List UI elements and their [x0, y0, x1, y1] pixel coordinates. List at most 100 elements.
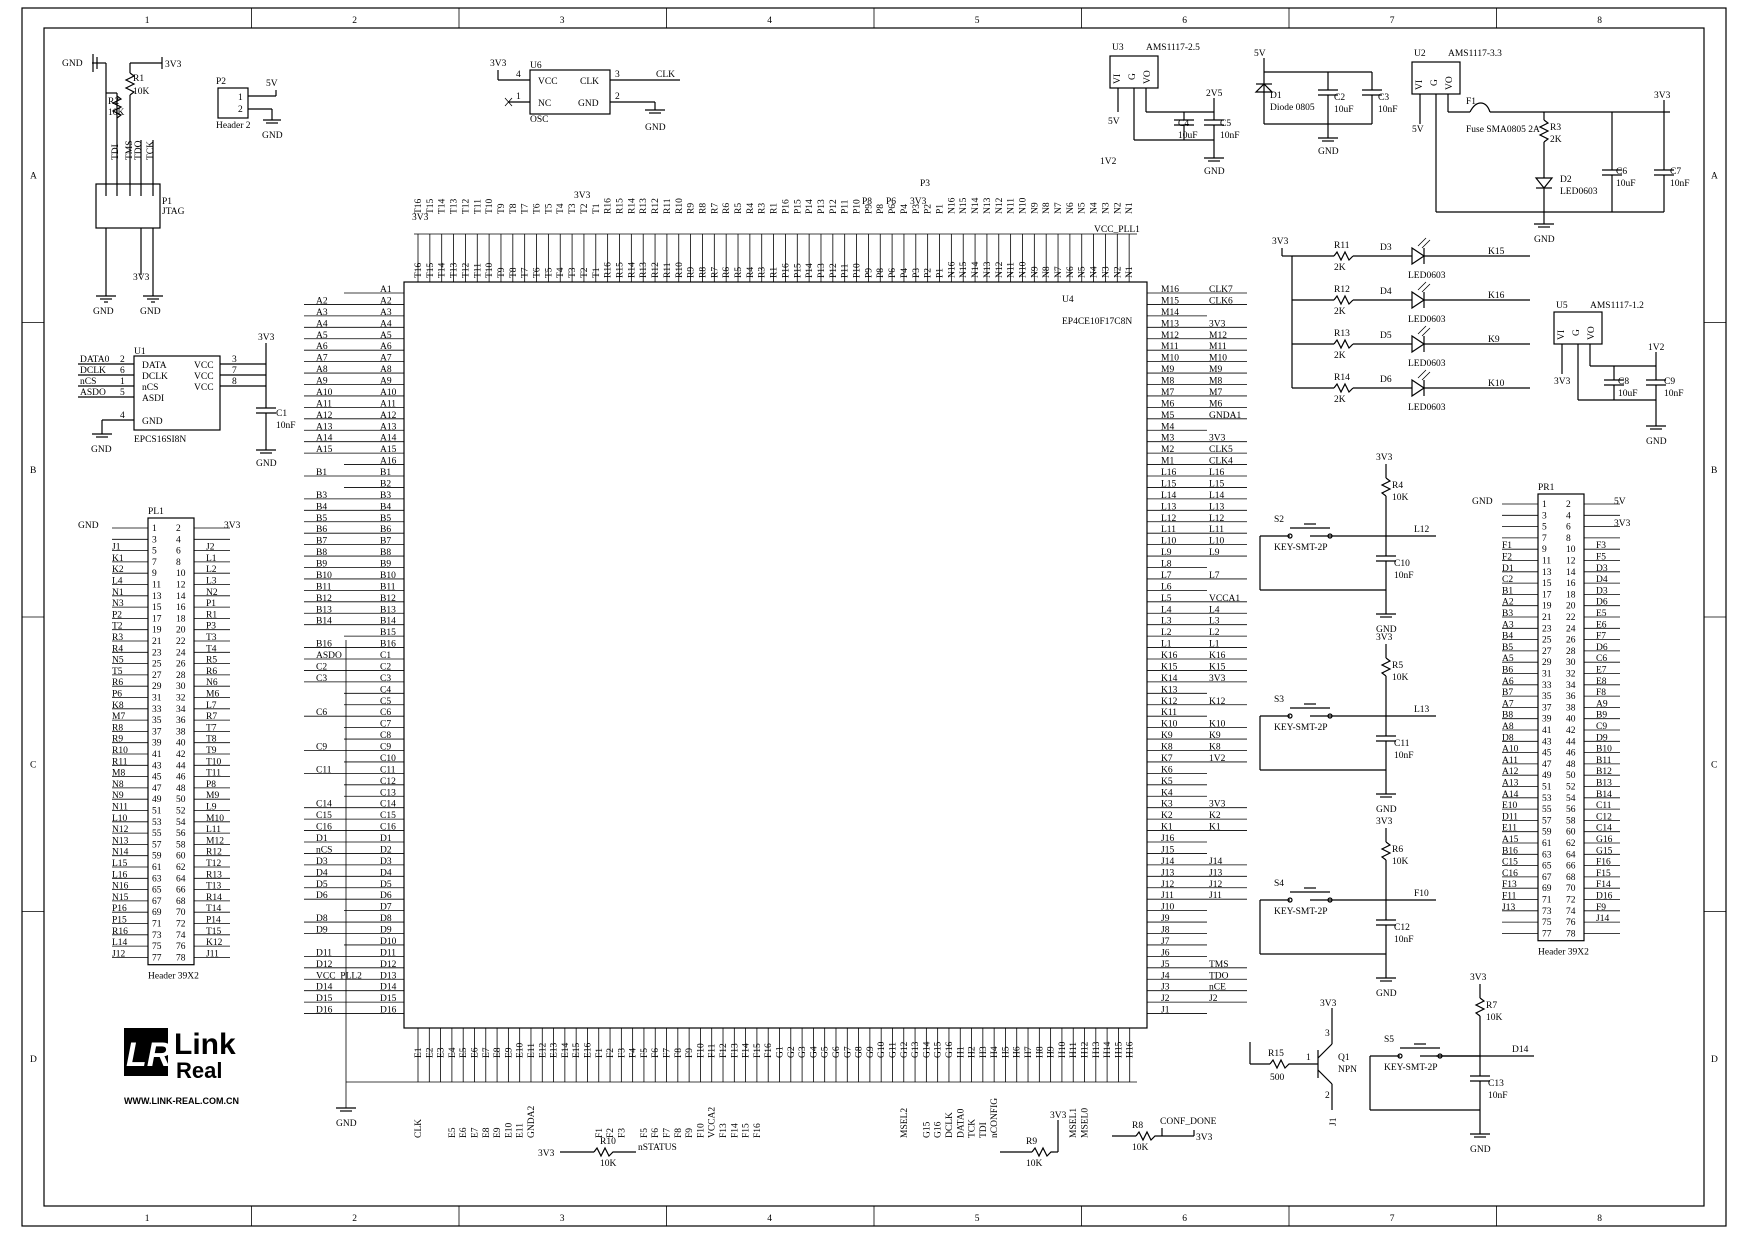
u4-left-pin: D13: [380, 971, 397, 981]
header-net-left: M8: [112, 769, 125, 779]
header-net-left: L16: [112, 870, 128, 880]
u4-right-net: K2: [1209, 811, 1221, 821]
u4-top-net: T12: [461, 198, 471, 214]
u4-top-label: 1V2: [1100, 157, 1117, 167]
u4-top-net: P2: [924, 204, 934, 214]
u1-pin-dclk: DCLK: [142, 372, 168, 382]
header-net-left: N16: [112, 882, 129, 892]
config-resistors: R8 10K CONF_DONE 3V3 R9 10K 3V3 R10 10K …: [538, 1111, 1217, 1169]
header-pin-even: 50: [176, 795, 186, 805]
header-net-right: B12: [1596, 767, 1612, 777]
u4-right-net: K9: [1209, 731, 1221, 741]
u4-top-pin: T10: [485, 262, 495, 278]
u4-bottom-pin: F4: [629, 1048, 639, 1058]
u5-in: 3V3: [1554, 377, 1571, 387]
header-pin-odd: 25: [152, 660, 162, 670]
grid-col-top: 2: [352, 16, 357, 26]
header-pin-even: 40: [1566, 715, 1576, 725]
header-net-left: R6: [112, 678, 123, 688]
u4-right-pin: J6: [1161, 948, 1170, 958]
header-pin-even: 56: [176, 829, 186, 839]
header-pin-odd: 5: [152, 547, 157, 557]
u4-bottom-net: E11: [516, 1123, 526, 1138]
u2-vi: VI: [1415, 80, 1425, 90]
header-net-left: E10: [1502, 801, 1518, 811]
u4-left-pin: C15: [380, 811, 396, 821]
u4-bottom-pin: F6: [651, 1048, 661, 1058]
u1-net-ncs: nCS: [80, 377, 96, 387]
u4-bottom-pin: F5: [640, 1048, 650, 1058]
grid-row-right: C: [1711, 760, 1717, 770]
u4-top-pin: P12: [829, 263, 839, 278]
u4-right-pin: M11: [1161, 342, 1179, 352]
u5-ref: U5: [1556, 301, 1568, 311]
header-net-left: K8: [112, 701, 124, 711]
u4-left-pin: B6: [380, 525, 391, 535]
grid-col-bottom: 6: [1182, 1214, 1187, 1224]
header-net-right: L3: [206, 577, 217, 587]
pr1-vcc: 3V3: [1614, 519, 1631, 529]
u4-bottom-net: F5: [640, 1128, 650, 1138]
u4-top-net: P8: [876, 204, 886, 214]
pl1-vcc: 3V3: [224, 521, 241, 531]
u4-right-net: L7: [1209, 571, 1220, 581]
u4-left-pin: D8: [380, 914, 392, 924]
u4-left-net: B3: [316, 491, 327, 501]
u1-part: EPCS16SI8N: [134, 435, 186, 445]
u4-top-pin: T4: [556, 267, 566, 278]
u4-top-pin: T2: [580, 267, 590, 278]
u4-top-pin: T15: [426, 262, 436, 278]
header-net-right: C11: [1596, 801, 1612, 811]
led-resistor-ref: R12: [1334, 285, 1350, 295]
u4-top-pin: N11: [1007, 262, 1017, 278]
u4-right-pin: L4: [1161, 605, 1172, 615]
header-pin-even: 52: [176, 807, 186, 817]
u4-left-net: B7: [316, 537, 327, 547]
header-pin-odd: 49: [152, 795, 162, 805]
u1-pn4: 4: [120, 411, 125, 421]
u2-part: AMS1117-3.3: [1448, 49, 1502, 59]
u6-vcc: 3V3: [490, 59, 507, 69]
header-pin-even: 34: [176, 705, 186, 715]
grid-col-bottom: 4: [767, 1214, 772, 1224]
u4-left-pin: B7: [380, 537, 391, 547]
u4-left-net: C6: [316, 708, 327, 718]
u4-bottom-pin: F12: [719, 1043, 729, 1058]
header-net-left: C2: [1502, 575, 1513, 585]
key-cap-ref: C11: [1394, 739, 1410, 749]
u4-right-net: L10: [1209, 537, 1225, 547]
header-pin-odd: 35: [1542, 692, 1552, 702]
u4-left-pin: B13: [380, 605, 396, 615]
u4-top-net: P16: [781, 199, 791, 214]
u4-right-pin: L6: [1161, 582, 1172, 592]
u4-right-net: GNDA1: [1209, 411, 1241, 421]
key-part: KEY-SMT-2P: [1274, 723, 1328, 733]
u2-regulator: U2 AMS1117-3.3 VI G VO 5V F1 Fuse SMA080…: [1411, 49, 1690, 245]
u4-right-net: L12: [1209, 514, 1225, 524]
u1-pin-ncs: nCS: [142, 383, 158, 393]
header-pin-even: 64: [176, 874, 186, 884]
u4-top-pin: T16: [414, 262, 424, 278]
u4-right-net: J12: [1209, 880, 1222, 890]
q1-pn1: 1: [1306, 1053, 1311, 1063]
u3-part: AMS1117-2.5: [1146, 43, 1200, 53]
header-net-right: E7: [1596, 666, 1607, 676]
header-pin-even: 26: [1566, 636, 1576, 646]
u4-right-net: L3: [1209, 617, 1220, 627]
u4-top-label: 3V3: [910, 197, 927, 207]
u6-pn2: 2: [615, 92, 620, 102]
u1-epcs: U1 DATA DCLK nCS ASDI GND VCC VCC VCC DA…: [78, 333, 296, 469]
header-net-right: R7: [206, 712, 217, 722]
header-pin-odd: 53: [152, 818, 162, 828]
u4-top-pin: T13: [450, 262, 460, 278]
u4-bottom-net: F3: [617, 1128, 627, 1138]
u4-bottom-pin: H1: [956, 1046, 966, 1058]
r8-ref: R8: [1132, 1121, 1143, 1131]
header-pin-even: 36: [1566, 692, 1576, 702]
u4-top-net: N8: [1042, 202, 1052, 214]
key-resistor-ref: R7: [1486, 1001, 1497, 1011]
u4-right-pin: L5: [1161, 594, 1172, 604]
u4-right-pin: K2: [1161, 811, 1173, 821]
header-net-right: T8: [206, 735, 217, 745]
